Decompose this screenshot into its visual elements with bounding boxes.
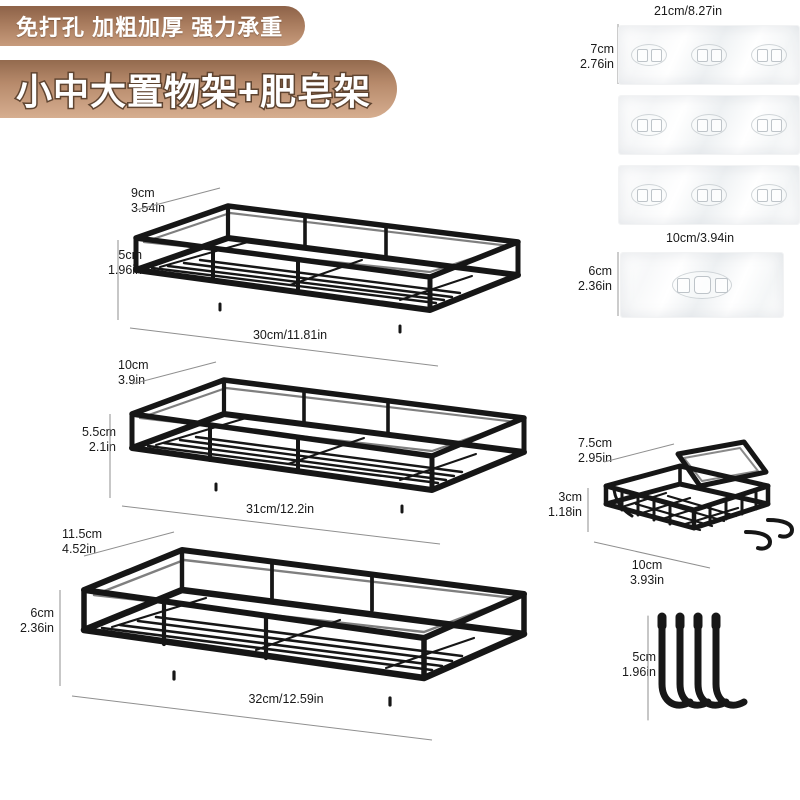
adhesive-strip-height-label: 7cm 2.76in [579, 42, 614, 71]
title-banner: 小中大置物架+肥皂架 [0, 60, 398, 118]
large-shelf-depth-label: 11.5cm 4.52in [62, 527, 103, 556]
sticker-pad-row [619, 166, 799, 224]
adhesive-single-height-guide [612, 250, 624, 320]
adhesive-single-height-label: 6cm 2.36in [577, 264, 612, 293]
mounting-pad [751, 44, 787, 66]
soap-dish-width-label: 10cm 3.93in [629, 558, 665, 587]
mounting-pad [751, 184, 787, 206]
adhesive-sticker-single[interactable] [620, 252, 784, 318]
mounting-pad [751, 114, 787, 136]
adhesive-sticker-strip[interactable] [618, 95, 800, 155]
small-shelf-width-label: 30cm/11.81in [252, 328, 328, 342]
s-hook-height-label: 5cm 1.96in [621, 650, 656, 679]
small-shelf-graphic[interactable] [100, 180, 560, 367]
mounting-pad [672, 271, 732, 299]
soap-dish-height-label: 3cm 1.18in [547, 490, 582, 519]
mounting-pad [631, 44, 667, 66]
sticker-pad-row [621, 253, 783, 317]
adhesive-sticker-strip[interactable] [618, 165, 800, 225]
feature-banner: 免打孔 加粗加厚 强力承重 [0, 6, 306, 46]
title-banner-text: 小中大置物架+肥皂架 [14, 70, 372, 114]
medium-shelf-graphic[interactable] [88, 352, 558, 545]
mounting-pad [691, 114, 727, 136]
adhesive-single-width-label: 10cm/3.94in [665, 231, 735, 245]
large-shelf-width-label: 32cm/12.59in [248, 692, 324, 706]
mounting-pad [631, 114, 667, 136]
sticker-pad-row [619, 26, 799, 84]
mounting-pad [691, 184, 727, 206]
soap-dish-depth-label: 7.5cm 2.95in [578, 436, 613, 465]
soap-dish-graphic[interactable] [570, 428, 800, 569]
large-shelf-graphic[interactable] [34, 520, 564, 741]
medium-shelf-height-label: 5.5cm 2.1in [81, 425, 116, 454]
mounting-pad [631, 184, 667, 206]
medium-shelf-width-label: 31cm/12.2in [245, 502, 315, 516]
sticker-pad-row [619, 96, 799, 154]
adhesive-sticker-strip[interactable] [618, 25, 800, 85]
feature-banner-text: 免打孔 加粗加厚 强力承重 [16, 15, 284, 40]
adhesive-strip-width-label: 21cm/8.27in [653, 4, 723, 18]
mounting-pad [691, 44, 727, 66]
small-shelf-depth-label: 9cm 3.54in [131, 186, 166, 215]
large-shelf-height-label: 6cm 2.36in [19, 606, 54, 635]
s-hooks-graphic[interactable] [646, 598, 776, 738]
medium-shelf-depth-label: 10cm 3.9in [118, 358, 149, 387]
